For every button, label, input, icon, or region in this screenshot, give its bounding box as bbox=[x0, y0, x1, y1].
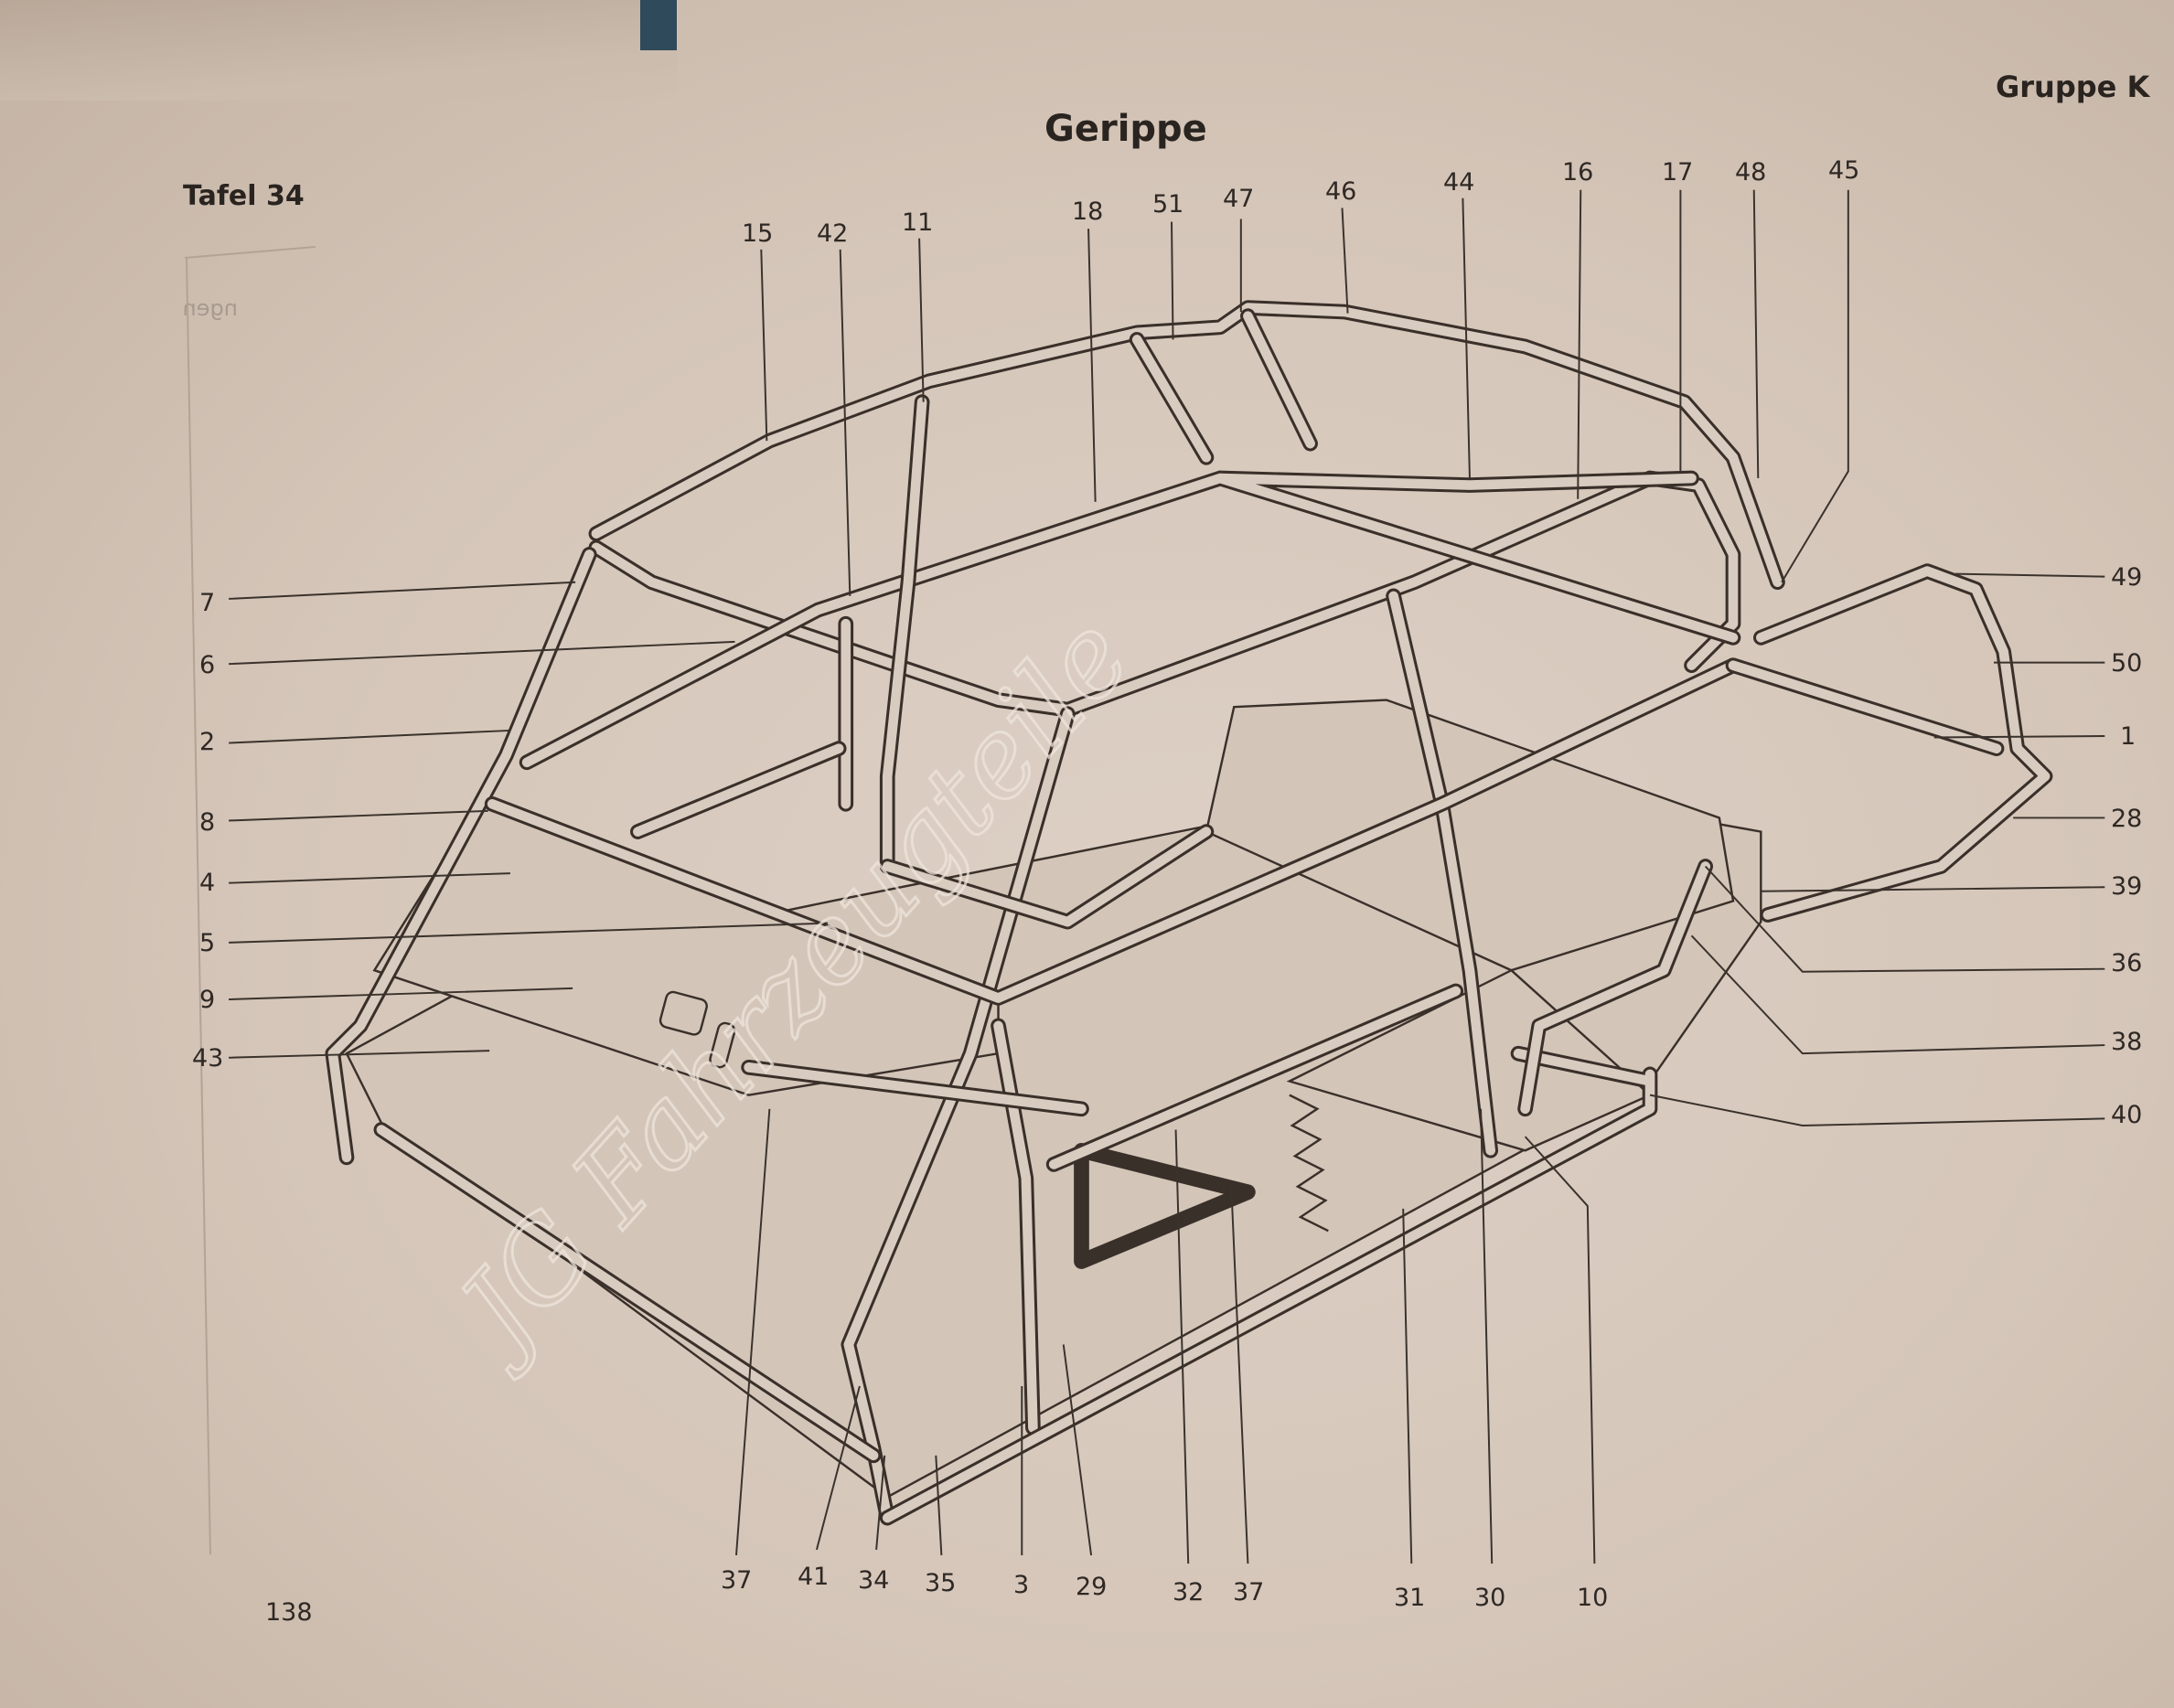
callout: 50 bbox=[2111, 649, 2142, 678]
frame-tubes bbox=[325, 300, 2053, 1526]
callout: 45 bbox=[1828, 156, 1859, 185]
callout: 43 bbox=[192, 1044, 223, 1073]
callout: 41 bbox=[798, 1563, 829, 1591]
photo-edge-object bbox=[640, 0, 677, 50]
callout: 44 bbox=[1443, 168, 1474, 197]
callout: 49 bbox=[2111, 563, 2142, 592]
leader-lines bbox=[229, 189, 2105, 1564]
right-callouts: 49 50 1 28 39 36 38 40 bbox=[2111, 563, 2142, 1129]
dash-slot bbox=[709, 1021, 736, 1069]
callout: 28 bbox=[2111, 805, 2142, 833]
callout: 35 bbox=[925, 1569, 956, 1597]
callout: 36 bbox=[2111, 949, 2142, 977]
callout: 6 bbox=[199, 651, 215, 679]
callout: 4 bbox=[199, 869, 215, 897]
callout: 42 bbox=[817, 219, 848, 248]
callout: 10 bbox=[1577, 1584, 1608, 1612]
callout: 46 bbox=[1325, 177, 1356, 206]
zigzag-mark bbox=[1289, 1094, 1329, 1233]
page-number: 138 bbox=[265, 1598, 313, 1627]
mirrored-bleed-text: ngen bbox=[183, 295, 238, 321]
callout: 51 bbox=[1152, 190, 1183, 219]
bleed-through-lines bbox=[184, 246, 316, 1555]
callout: 5 bbox=[199, 929, 215, 957]
callout: 37 bbox=[721, 1566, 752, 1595]
top-callouts: 15 42 11 18 51 47 46 44 16 17 48 45 bbox=[742, 156, 1859, 248]
bottom-callouts: 37 41 34 35 3 29 32 37 31 30 10 bbox=[721, 1563, 1608, 1612]
callout: 15 bbox=[742, 219, 773, 248]
callout: 3 bbox=[1013, 1571, 1029, 1599]
plate-label: Tafel 34 bbox=[183, 180, 305, 212]
callout: 37 bbox=[1233, 1578, 1264, 1607]
callout: 2 bbox=[199, 728, 215, 756]
frame-drawing bbox=[229, 189, 2105, 1564]
callout: 8 bbox=[199, 808, 215, 837]
callout: 17 bbox=[1662, 158, 1693, 187]
dash-opening bbox=[659, 990, 708, 1036]
callout: 34 bbox=[858, 1566, 889, 1595]
callout: 16 bbox=[1562, 158, 1593, 187]
callout: 30 bbox=[1474, 1584, 1505, 1612]
photo-edge-shadow bbox=[0, 0, 677, 101]
callout: 31 bbox=[1394, 1584, 1425, 1612]
group-label: Gruppe K bbox=[1996, 69, 2150, 104]
callout: 1 bbox=[2120, 722, 2136, 751]
callout: 48 bbox=[1735, 158, 1766, 187]
callout: 38 bbox=[2111, 1028, 2142, 1056]
callout: 32 bbox=[1173, 1578, 1204, 1607]
callout: 18 bbox=[1072, 197, 1103, 226]
callout: 9 bbox=[199, 986, 215, 1014]
page-title: Gerippe bbox=[1044, 108, 1207, 150]
callout: 39 bbox=[2111, 872, 2142, 901]
callout: 11 bbox=[902, 208, 933, 237]
callout: 29 bbox=[1076, 1573, 1107, 1601]
callout: 47 bbox=[1223, 185, 1254, 213]
callout: 40 bbox=[2111, 1101, 2142, 1129]
left-callouts: 7 6 2 8 4 5 9 43 bbox=[192, 589, 223, 1073]
callout: 7 bbox=[199, 589, 215, 617]
